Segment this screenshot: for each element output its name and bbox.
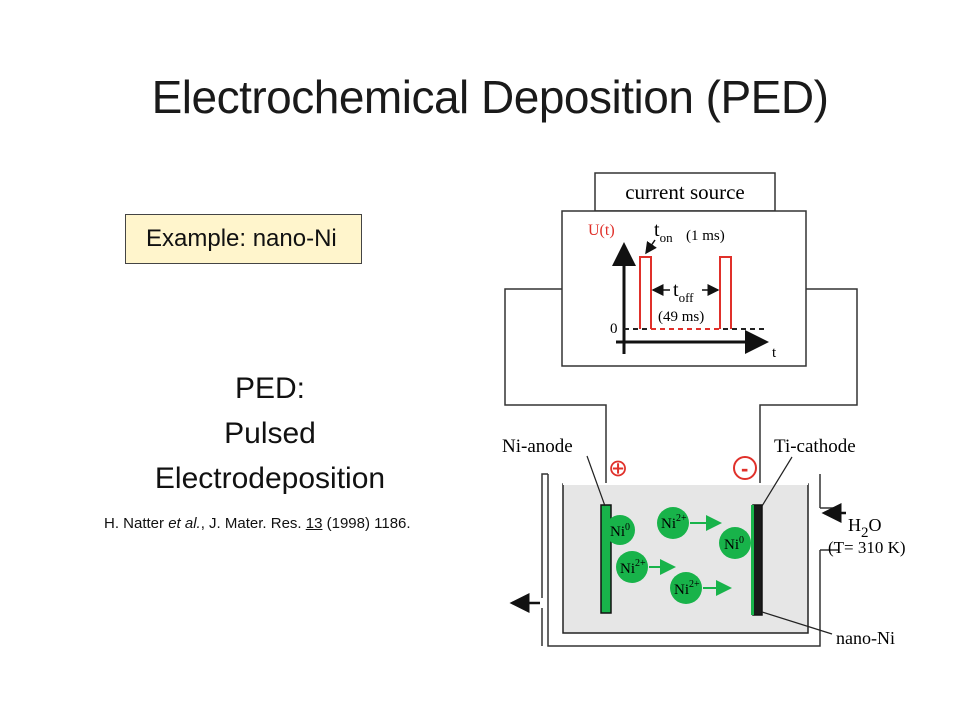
svg-text:Ni2+: Ni2+ xyxy=(620,558,646,577)
svg-text:Ni2+: Ni2+ xyxy=(661,513,687,532)
ped-line-3: Electrodeposition xyxy=(154,462,386,495)
minus-symbol: - xyxy=(741,456,748,481)
anode-wire xyxy=(504,288,607,508)
water-label: H2O xyxy=(848,515,882,541)
ref-rest: (1998) 1186. xyxy=(322,515,411,532)
example-label: Example: nano-Ni xyxy=(146,225,337,252)
ni2-ion: Ni2+ xyxy=(657,507,689,539)
cathode-wire xyxy=(759,288,858,508)
example-box: Example: nano-Ni xyxy=(125,214,362,264)
temperature-label: (T= 310 K) xyxy=(828,538,906,557)
t-on-symbol: ton xyxy=(654,219,673,245)
nano-ni-label: nano-Ni xyxy=(836,628,895,648)
anode-label: Ni-anode xyxy=(502,436,573,457)
ped-line-2: Pulsed xyxy=(224,417,316,450)
ref-authors: H. Natter xyxy=(104,515,169,532)
cathode-label: Ti-cathode xyxy=(774,436,856,457)
t-off-symbol: toff xyxy=(673,279,694,305)
anode-leader xyxy=(586,455,606,507)
t-on-value: (1 ms) xyxy=(686,228,725,244)
svg-text:Ni0: Ni0 xyxy=(610,522,630,540)
ni0-anode-atom: Ni0 xyxy=(605,515,635,545)
u-label: U(t) xyxy=(588,222,615,239)
ref-journal: , J. Mater. Res. xyxy=(200,515,306,532)
t-axis-label: t xyxy=(772,345,777,361)
ni-anode-electrode xyxy=(600,504,612,614)
ni2-ion: Ni2+ xyxy=(670,572,702,604)
pulse-plot: U(t) 0 t ton (1 ms) toff (49 ms) xyxy=(588,219,777,361)
slide-title: Electrochemical Deposition (PED) xyxy=(151,71,829,123)
t-off-value: (49 ms) xyxy=(658,309,704,325)
ped-definition: PED: Pulsed Electrodeposition xyxy=(140,366,400,501)
ref-volume: 13 xyxy=(305,515,323,532)
current-source-label: current source xyxy=(625,180,745,204)
current-source-label-box: current source xyxy=(594,172,776,212)
ped-line-1: PED: xyxy=(234,372,306,405)
ni0-cathode-atom: Ni0 xyxy=(719,527,751,559)
cathode-leader xyxy=(761,456,793,507)
minus-circle xyxy=(733,456,757,480)
reference-citation: H. Natter et al., J. Mater. Res. 13 (199… xyxy=(104,515,411,532)
zero-label: 0 xyxy=(610,321,618,337)
svg-text:Ni0: Ni0 xyxy=(724,535,744,553)
ti-cathode-electrode xyxy=(752,504,763,616)
plus-symbol: ⊕ xyxy=(608,455,628,482)
t-on-pointer xyxy=(645,239,657,255)
ni2-ion: Ni2+ xyxy=(616,551,648,583)
nano-ni-leader xyxy=(761,611,833,635)
electrolyte-cell xyxy=(562,483,809,634)
pulse-waveform xyxy=(639,256,732,329)
svg-text:Ni2+: Ni2+ xyxy=(674,579,700,598)
ref-etal: et al. xyxy=(168,515,201,532)
nano-ni-layer xyxy=(751,505,754,615)
